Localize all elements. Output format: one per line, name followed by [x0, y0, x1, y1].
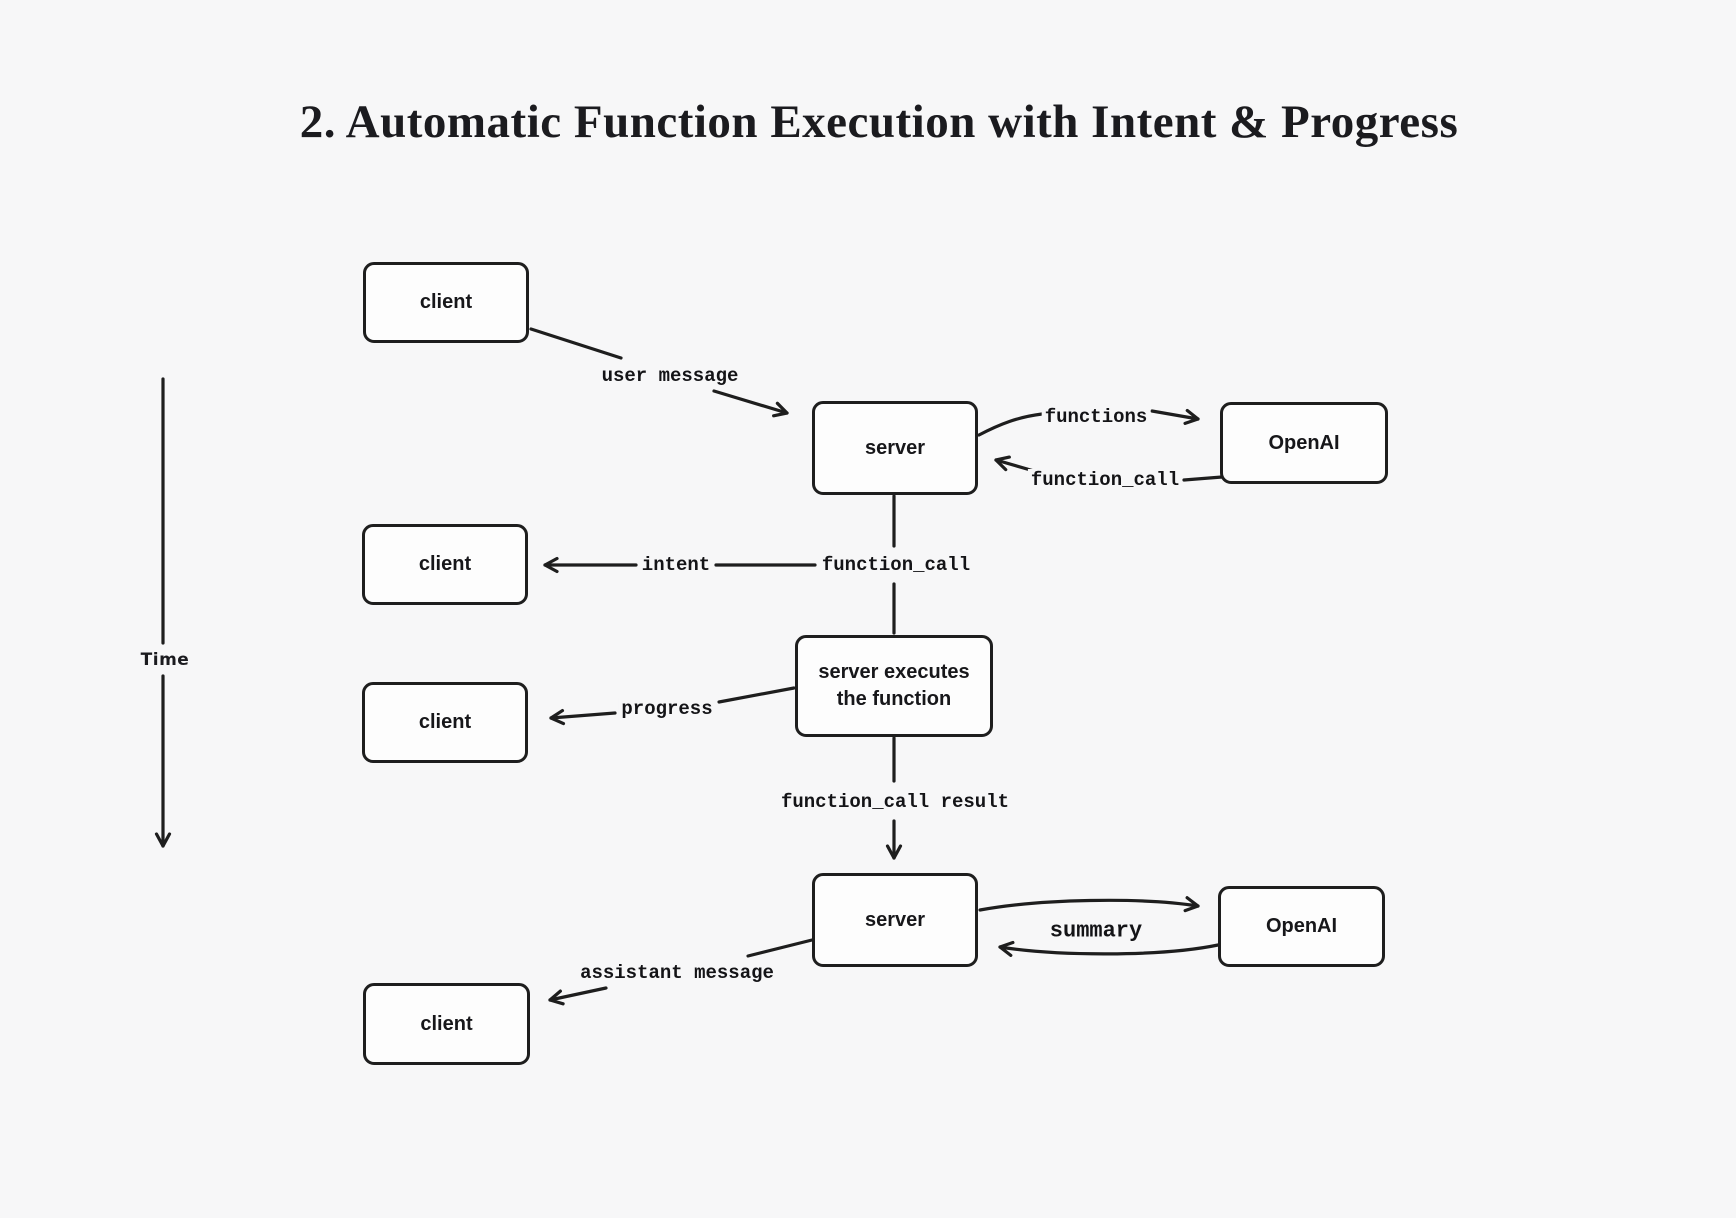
arrow-progress — [549, 686, 796, 726]
arrow-function-call-return — [994, 455, 1224, 482]
node-server-executes-function: server executes the function — [795, 635, 993, 737]
arrow-functions — [977, 408, 1200, 437]
arrow-assistant-message — [548, 938, 814, 1006]
edge-label-function-call-top: function_call — [1027, 469, 1183, 491]
node-server-2: server — [812, 873, 978, 967]
edge-label-summary: summary — [1046, 918, 1146, 944]
node-openai-1: OpenAI — [1220, 402, 1388, 484]
diagram-title: 2. Automatic Function Execution with Int… — [299, 96, 1459, 148]
edge-label-function-call-result: function_call result — [777, 791, 1013, 813]
edge-label-function-call-mid: function_call — [818, 554, 974, 576]
node-client-3: client — [362, 682, 528, 763]
edge-label-user-message: user message — [598, 365, 742, 387]
edge-label-intent: intent — [638, 554, 714, 576]
arrow-summary-request — [978, 896, 1200, 913]
node-client-1: client — [363, 262, 529, 343]
node-client-4: client — [363, 983, 530, 1065]
edge-label-progress: progress — [618, 698, 716, 720]
node-openai-2: OpenAI — [1218, 886, 1385, 967]
edge-label-assistant-message: assistant message — [577, 962, 777, 984]
arrow-summary-response — [998, 940, 1220, 957]
edge-label-functions: functions — [1041, 406, 1151, 428]
arrow-user-message — [529, 327, 789, 418]
node-server-1: server — [812, 401, 978, 495]
node-client-2: client — [362, 524, 528, 605]
time-axis-label: Time — [137, 648, 193, 672]
